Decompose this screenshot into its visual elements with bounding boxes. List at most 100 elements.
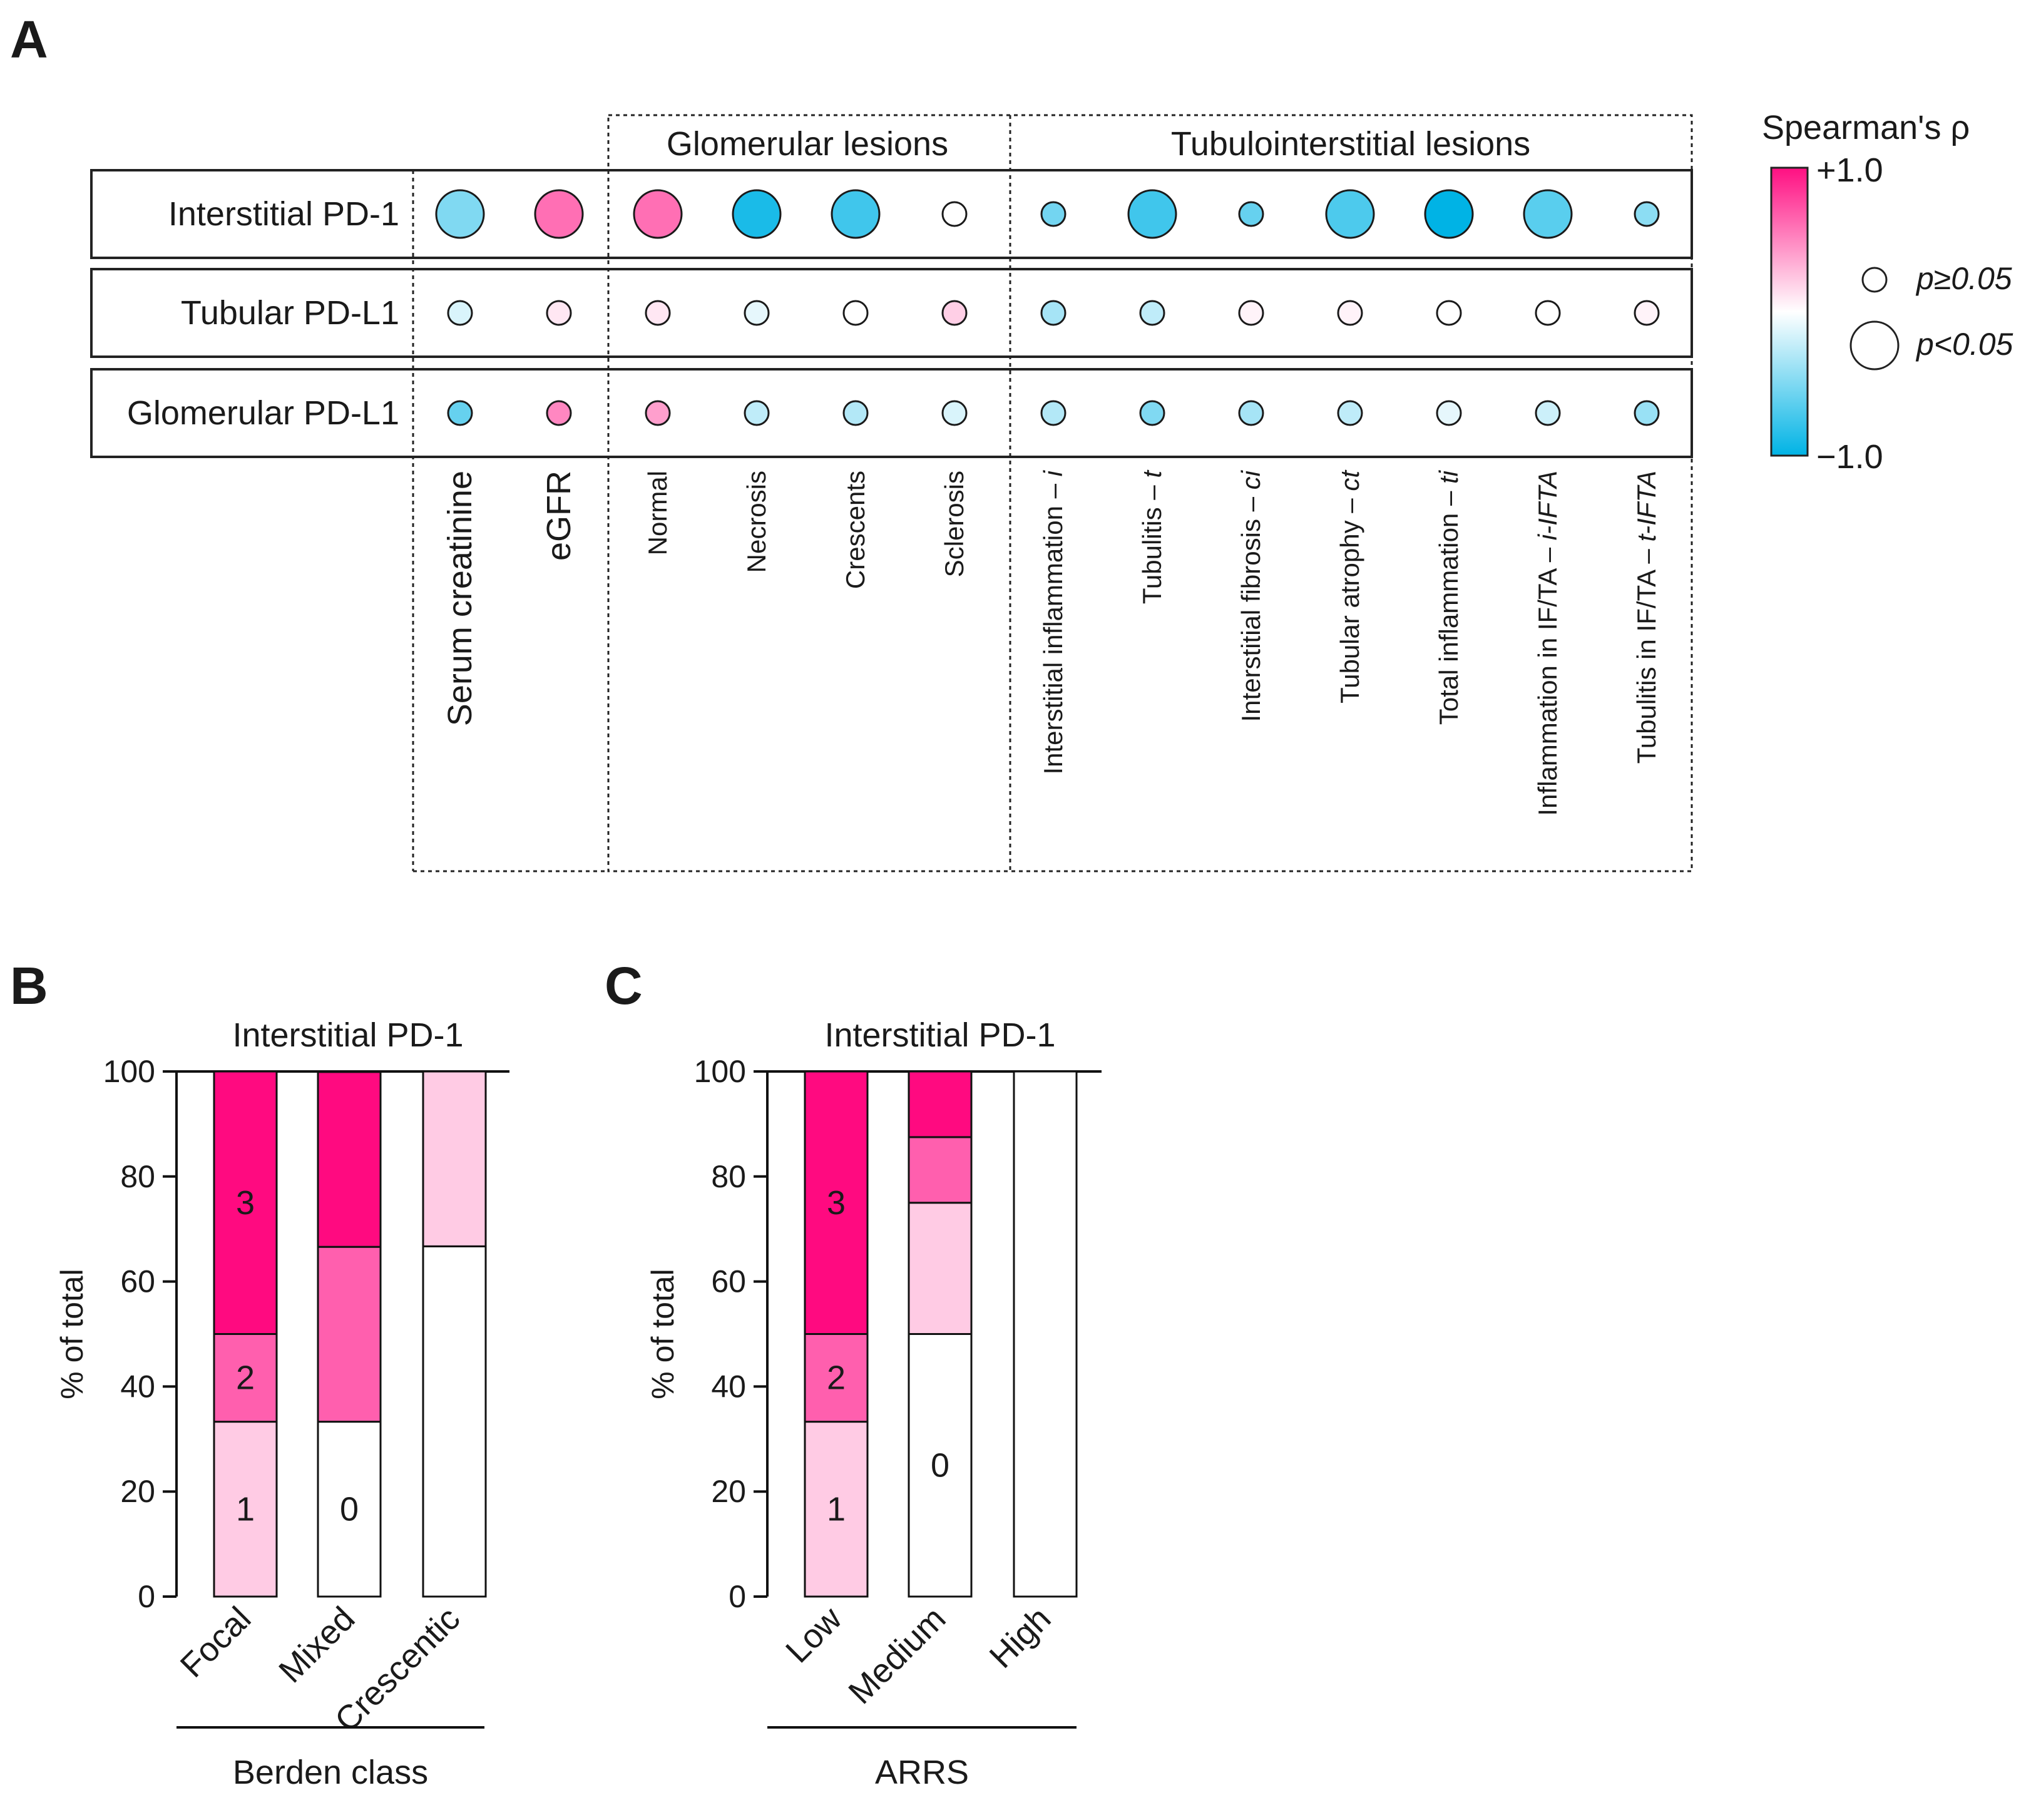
bubble-r1-c3 (744, 300, 770, 326)
y-tick-label: 0 (138, 1579, 155, 1614)
legend-small-label: p≥0.05 (1915, 261, 2012, 296)
bar-segment-low-2 (804, 1333, 869, 1423)
column-label-0: Serum creatinine (441, 471, 479, 726)
bubble-r1-c6 (1040, 300, 1067, 326)
bar-segment-mixed-3 (317, 1071, 382, 1248)
bubble-r2-c10 (1436, 400, 1462, 426)
panel-label-a: A (10, 10, 48, 69)
bubble-grid (435, 189, 1660, 426)
bar-segment-focal-2 (213, 1333, 278, 1423)
x-category-medium: Medium (841, 1600, 953, 1711)
y-tick-label: 40 (120, 1369, 155, 1404)
chart-title: Interstitial PD-1 (824, 1016, 1055, 1054)
column-label-4: Crescents (841, 471, 870, 589)
x-axis-label: ARRS (875, 1754, 969, 1791)
bubble-r2-c12 (1634, 400, 1660, 426)
colorbar-min-label: −1.0 (1816, 438, 1883, 476)
bubble-r1-c8 (1238, 300, 1264, 326)
correlation-matrix: Glomerular lesions Tubulointerstitial le… (90, 114, 1693, 872)
segment-label-1: 1 (236, 1490, 255, 1528)
bubble-r2-c4 (842, 400, 869, 426)
bubble-r0-c3 (732, 189, 782, 239)
bubble-r2-c1 (546, 400, 572, 426)
y-tick-label: 20 (711, 1474, 746, 1509)
bubble-r2-c9 (1337, 400, 1363, 426)
legend-small-bubble (1861, 267, 1888, 293)
segment-label-3: 3 (236, 1184, 255, 1222)
legend-large-bubble (1849, 320, 1900, 371)
segment-label-1: 1 (827, 1490, 846, 1528)
bubble-r0-c6 (1040, 201, 1067, 227)
bubble-r1-c7 (1139, 300, 1165, 326)
bar-segment-focal-3 (213, 1070, 278, 1335)
y-tick-label: 100 (103, 1054, 155, 1089)
x-category-high: High (983, 1600, 1058, 1675)
bubble-r1-c1 (546, 300, 572, 326)
bubble-r0-c0 (435, 189, 485, 239)
bubble-r2-c0 (447, 400, 473, 426)
bubble-r0-c8 (1238, 201, 1264, 227)
bubble-r1-c11 (1535, 300, 1561, 326)
row-label-tubular-pdl1: Tubular PD-L1 (181, 294, 399, 332)
segment-label-0: 0 (931, 1446, 949, 1484)
bar-segment-high-0 (1013, 1070, 1078, 1598)
x-category-focal: Focal (173, 1600, 258, 1685)
y-tick-label: 100 (694, 1054, 746, 1089)
bubble-r1-c0 (447, 300, 473, 326)
column-label-11: Inflammation in IF/TA – i-IFTA (1533, 471, 1562, 816)
bubble-r2-c3 (744, 400, 770, 426)
row-label-glomerular-pdl1: Glomerular PD-L1 (127, 394, 399, 432)
bubble-r2-c7 (1139, 400, 1165, 426)
bubble-r2-c5 (941, 400, 968, 426)
bubble-r0-c1 (534, 189, 584, 239)
legend-large-label: p<0.05 (1915, 327, 2013, 362)
column-label-12: Tubulitis in IF/TA – t-IFTA (1632, 471, 1661, 764)
bubble-r0-c7 (1127, 189, 1177, 239)
bubble-r0-c11 (1523, 189, 1573, 239)
group-label-tubulointerstitial: Tubulointerstitial lesions (1171, 125, 1530, 163)
bubble-r0-c2 (633, 189, 683, 239)
legend-title: Spearman's ρ (1762, 109, 1970, 146)
bar-segment-crescentic-1 (422, 1070, 487, 1247)
column-label-7: Tubulitis – t (1137, 469, 1167, 605)
bar-segment-mixed-2 (317, 1245, 382, 1423)
bubble-r1-c5 (941, 300, 968, 326)
panel-label-b: B (10, 956, 48, 1015)
bubble-r1-c12 (1634, 300, 1660, 326)
bar-segment-low-3 (804, 1070, 869, 1335)
bubble-r0-c4 (831, 189, 881, 239)
x-category-mixed: Mixed (272, 1600, 362, 1690)
y-tick-label: 80 (711, 1159, 746, 1194)
x-category-low: Low (779, 1599, 849, 1670)
column-label-5: Sclerosis (939, 471, 969, 577)
panel-label-c: C (605, 956, 643, 1015)
group-label-glomerular: Glomerular lesions (667, 125, 948, 163)
bar-segment-medium-3 (908, 1070, 973, 1138)
y-tick-label: 60 (711, 1264, 746, 1299)
y-tick-label: 60 (120, 1264, 155, 1299)
column-label-10: Total inflammation – ti (1434, 469, 1463, 725)
segment-label-0: 0 (340, 1490, 359, 1528)
y-tick-label: 20 (120, 1474, 155, 1509)
column-label-8: Interstitial fibrosis – ci (1236, 469, 1266, 722)
bar-segment-mixed-0 (317, 1421, 382, 1598)
bubble-r0-c9 (1325, 189, 1375, 239)
y-tick-label: 0 (729, 1579, 746, 1614)
bubble-r0-c10 (1424, 189, 1474, 239)
bubble-r0-c5 (941, 201, 968, 227)
bar-segment-focal-1 (213, 1421, 278, 1598)
bar-segment-medium-2 (908, 1136, 973, 1204)
bar-segment-medium-1 (908, 1202, 973, 1335)
y-tick-label: 40 (711, 1369, 746, 1404)
column-label-6: Interstitial inflammation – i (1038, 469, 1068, 774)
colorbar-max-label: +1.0 (1816, 151, 1883, 189)
y-axis-label: % of total (645, 1269, 680, 1399)
bubble-r1-c10 (1436, 300, 1462, 326)
legend: Spearman's ρ +1.0 −1.0 p≥0.05 p<0.05 (1762, 109, 2013, 476)
column-label-3: Necrosis (742, 471, 771, 573)
bubble-r2-c6 (1040, 400, 1067, 426)
bubble-r2-c2 (645, 400, 671, 426)
chart-title: Interstitial PD-1 (232, 1016, 463, 1054)
